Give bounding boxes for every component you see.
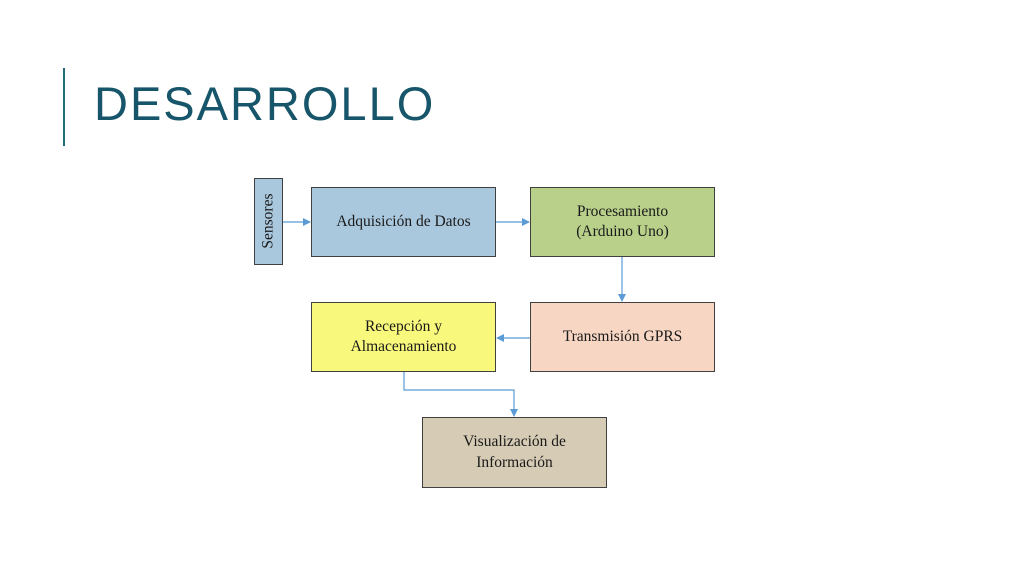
- node-procesamiento: Procesamiento (Arduino Uno): [530, 187, 715, 257]
- node-transmision: Transmisión GPRS: [530, 302, 715, 372]
- node-visualizacion: Visualización de Información: [422, 417, 607, 488]
- node-sensores: Sensores: [254, 178, 283, 265]
- title-accent-bar: [63, 68, 65, 146]
- node-adquisicion: Adquisición de Datos: [311, 187, 496, 257]
- node-recepcion: Recepción y Almacenamiento: [311, 302, 496, 372]
- node-sensores-label: Sensores: [259, 193, 277, 250]
- slide-title: DESARROLLO: [94, 77, 436, 130]
- arrow-recepcion-visualizacion: [403, 372, 518, 417]
